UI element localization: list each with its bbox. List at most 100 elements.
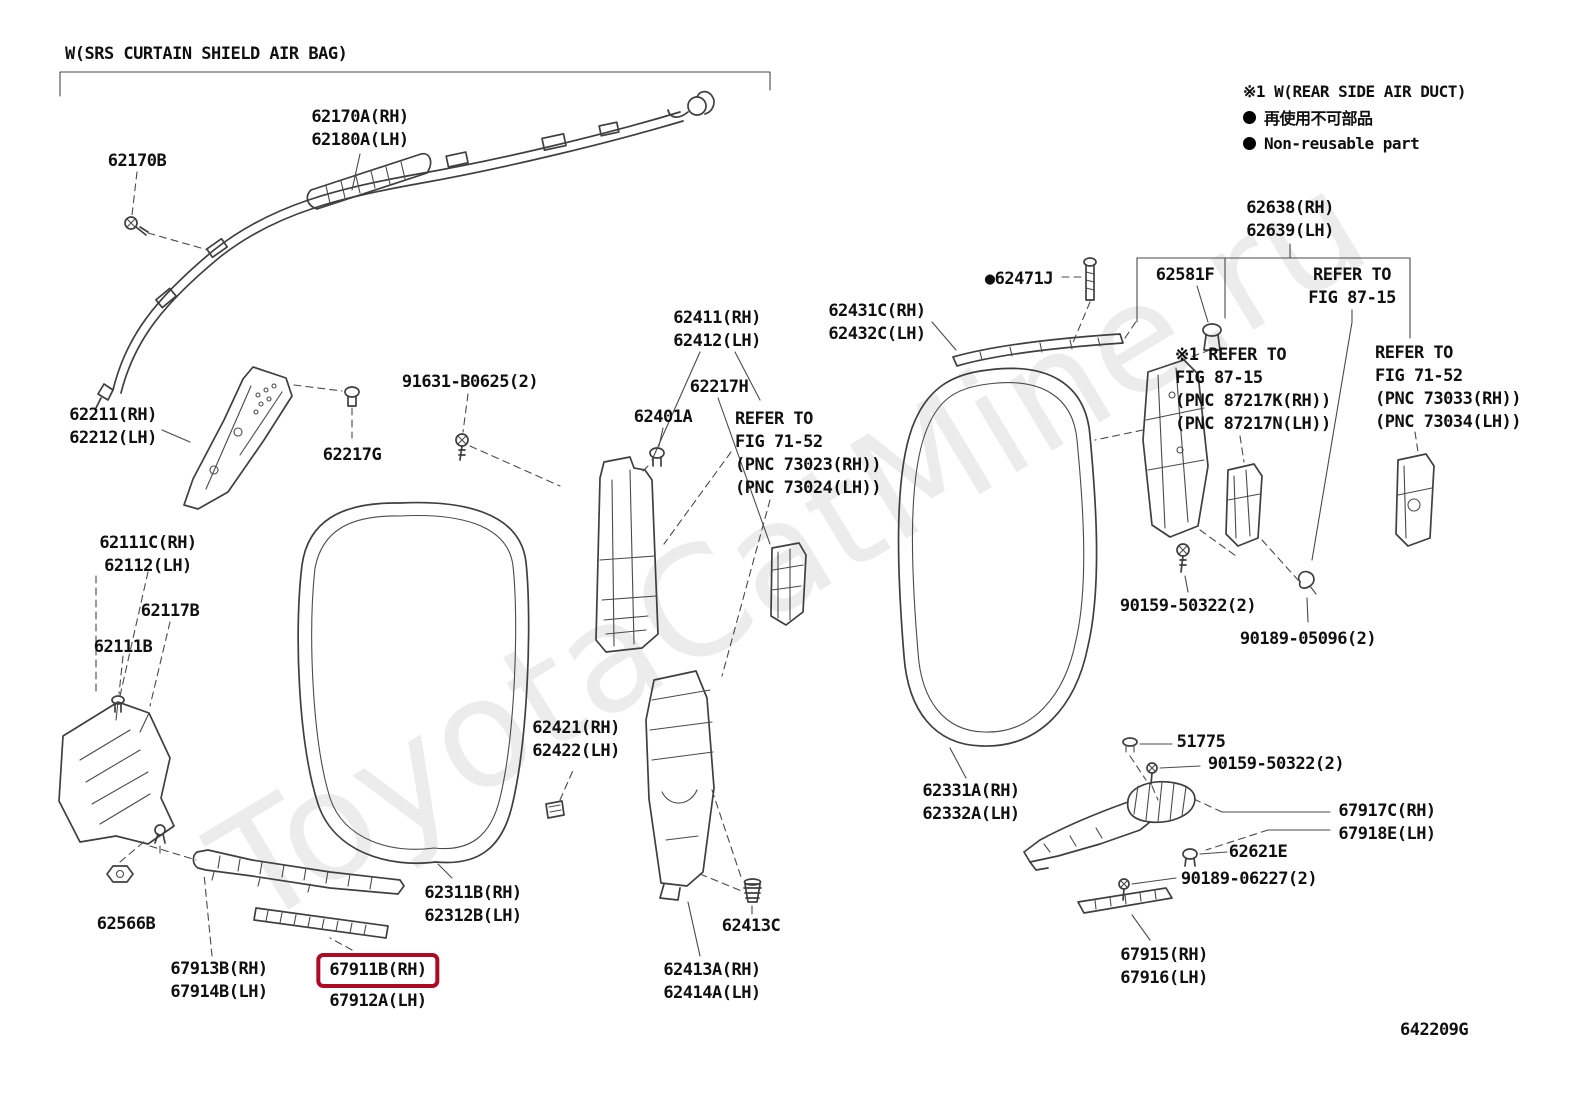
screw-90159-right-icon — [1146, 762, 1158, 785]
part-label-90189-05096[interactable]: 90189-05096(2) — [1240, 628, 1377, 651]
part-label-51775[interactable]: 51775 — [1177, 731, 1226, 754]
part-label-line: 62432C(LH) — [828, 324, 926, 344]
part-label-91631-B0625[interactable]: 91631-B0625(2) — [402, 371, 539, 394]
part-label-line: 62117B — [140, 601, 200, 621]
part-label-90159-50322-left[interactable]: 90159-50322(2) — [1120, 595, 1257, 618]
part-label-line: 62111C(RH) — [99, 533, 197, 553]
nut-62566B-icon — [106, 865, 134, 883]
rear-step-plate-drawing — [1023, 737, 1331, 941]
part-label-62111C-62112[interactable]: 62111C(RH) 62112(LH) — [99, 532, 197, 578]
part-label-line: 67918E(LH) — [1338, 824, 1436, 844]
legend-nonreusable-jp-label: 再使用不可部品 — [1264, 109, 1373, 128]
a-pillar-garnish-drawing — [161, 366, 360, 510]
b-pillar-trim-62217H-drawing — [663, 397, 807, 677]
part-label-line: REFER TO — [735, 409, 813, 429]
part-label-refer-fig-87-15[interactable]: REFER TO FIG 87-15 — [1308, 264, 1396, 310]
legend-note1-label: ※1 W(REAR SIDE AIR DUCT) — [1243, 81, 1466, 101]
part-label-line: 62217G — [322, 445, 382, 465]
part-label-62413A-62414A[interactable]: 62413A(RH) 62414A(LH) — [663, 959, 761, 1005]
clip-62117B-icon — [154, 824, 166, 844]
part-label-line: FIG 87-15 — [1308, 288, 1396, 308]
part-label-line: FIG 71-52 — [1375, 366, 1463, 386]
b-pillar-lower-garnish-drawing — [545, 670, 762, 957]
part-label-line: 67912A(LH) — [329, 991, 427, 1011]
part-label-67917C-67918E[interactable]: 67917C(RH)67918E(LH) — [1338, 800, 1436, 846]
part-label-line: ●62471J — [984, 269, 1054, 289]
part-label-line: 62621E — [1228, 842, 1288, 862]
part-label-62581F[interactable]: 62581F — [1155, 264, 1215, 287]
part-label-line: 62581F — [1155, 265, 1215, 285]
legend-rear-air-duct-note: ※1 W(REAR SIDE AIR DUCT) — [1243, 78, 1466, 104]
part-label-line: (PNC 87217N(LH)) — [1175, 414, 1331, 434]
front-door-weatherstrip-drawing — [297, 501, 530, 879]
part-label-62311B-62312B[interactable]: 62311B(RH)62312B(LH) — [424, 882, 522, 928]
part-label-62217G[interactable]: 62217G — [322, 444, 382, 467]
part-label-90159-50322-right[interactable]: 90159-50322(2) — [1207, 753, 1345, 776]
part-label-line: 62401A — [633, 407, 693, 427]
part-label-62421-62422[interactable]: 62421(RH)62422(LH) — [532, 717, 620, 763]
srs-curtain-airbag-note: W(SRS CURTAIN SHIELD AIR BAG) — [65, 44, 348, 64]
part-label-line: 62412(LH) — [673, 331, 761, 351]
part-label-67915-67916[interactable]: 67915(RH)67916(LH) — [1120, 944, 1208, 990]
part-label-line: 62331A(RH) — [922, 781, 1020, 801]
part-label-line: 90159-50322(2) — [1207, 754, 1345, 774]
part-label-line: 67914B(LH) — [170, 982, 268, 1002]
part-label-62411-62412[interactable]: 62411(RH) 62412(LH) — [673, 307, 761, 353]
part-label-line: (PNC 73033(RH)) — [1375, 389, 1522, 409]
part-label-line: 62431C(RH) — [828, 301, 926, 321]
part-label-62111B[interactable]: 62111B — [93, 636, 153, 659]
part-label-line: 62414A(LH) — [663, 983, 761, 1003]
part-label-62170A-62180A[interactable]: 62170A(RH)62180A(LH) — [311, 106, 409, 152]
part-label-line: 62413A(RH) — [663, 960, 761, 980]
part-label-line: 62411(RH) — [673, 308, 761, 328]
part-label-62211-62212[interactable]: 62211(RH)62212(LH) — [69, 404, 157, 450]
part-label-line: 62421(RH) — [532, 718, 620, 738]
part-label-67911B[interactable]: 67911B(RH) — [316, 953, 440, 988]
clip-90189-05096-icon — [1297, 570, 1317, 595]
screw-62170B-icon — [124, 216, 149, 236]
diagram-code: 642209G — [1400, 1020, 1469, 1040]
part-label-62471J[interactable]: ●62471J — [984, 268, 1054, 291]
roof-side-rail-62431C-drawing — [931, 319, 1138, 367]
part-label-line: 62566B — [96, 914, 156, 934]
non-reusable-bullet-icon — [1243, 136, 1256, 150]
part-label-62217H[interactable]: 62217H — [689, 376, 749, 399]
grommet-62413C-icon — [743, 878, 762, 903]
part-label-67912A[interactable]: 67912A(LH) — [329, 990, 427, 1013]
part-label-62621E[interactable]: 62621E — [1228, 841, 1288, 864]
screw-91631-icon — [455, 433, 469, 461]
part-label-62638-62639[interactable]: 62638(RH)62639(LH) — [1246, 197, 1334, 243]
part-label-line: 62180A(LH) — [311, 130, 409, 150]
part-label-line: 67915(RH) — [1120, 945, 1208, 965]
part-label-62117B[interactable]: 62117B — [140, 600, 200, 623]
part-label-line: 62111B — [93, 637, 153, 657]
part-label-line: 62217H — [689, 377, 749, 397]
part-label-line: 62332A(LH) — [922, 804, 1020, 824]
part-label-62566B[interactable]: 62566B — [96, 913, 156, 936]
part-label-62431C-62432C[interactable]: 62431C(RH) 62432C(LH) — [828, 300, 926, 346]
part-label-line: REFER TO — [1313, 265, 1391, 285]
part-label-90189-06227[interactable]: 90189-06227(2) — [1180, 868, 1318, 891]
part-label-62331A-62332A[interactable]: 62331A(RH) 62332A(LH) — [922, 780, 1020, 826]
leader-bracket-62638 — [1136, 243, 1411, 561]
part-label-line: 62112(LH) — [104, 556, 192, 576]
header-bracket — [59, 71, 771, 97]
part-label-62401A[interactable]: 62401A — [633, 406, 693, 429]
part-label-line: 62170B — [107, 151, 167, 171]
part-label-line: FIG 87-15 — [1175, 368, 1263, 388]
part-label-62413C[interactable]: 62413C — [721, 915, 781, 938]
part-label-line: REFER TO — [1375, 343, 1453, 363]
c-pillar-garnish-drawing — [1142, 349, 1435, 623]
part-label-line: 62413C — [721, 916, 781, 936]
part-label-line: 90189-06227(2) — [1180, 869, 1318, 889]
part-label-62170B[interactable]: 62170B — [107, 150, 167, 173]
part-label-line: 62639(LH) — [1246, 221, 1334, 241]
part-label-line: FIG 71-52 — [735, 432, 823, 452]
part-label-line: (PNC 73023(RH)) — [735, 455, 882, 475]
part-label-67913B-67914B[interactable]: 67913B(RH)67914B(LH) — [170, 958, 268, 1004]
